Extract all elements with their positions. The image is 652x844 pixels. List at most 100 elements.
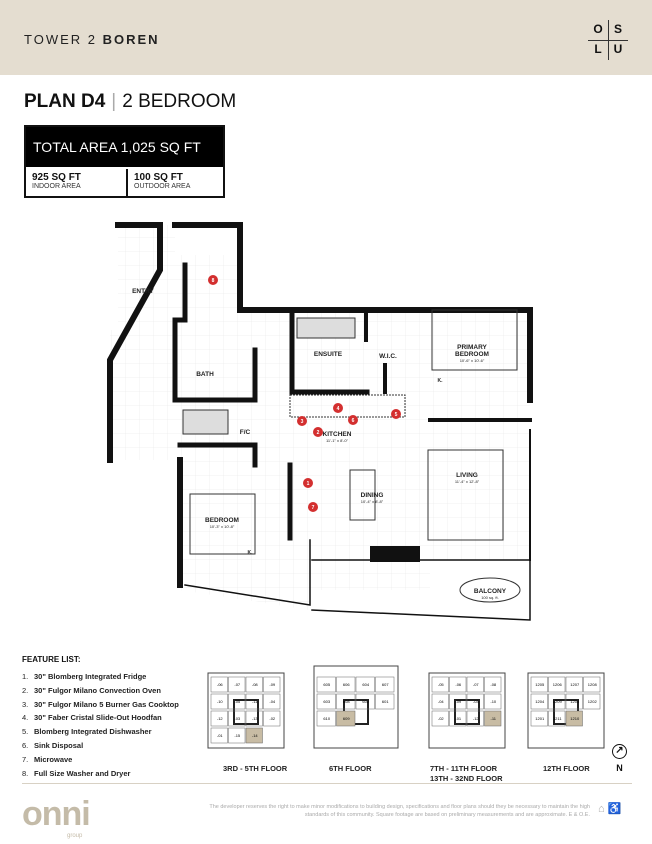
- svg-text:-03: -03: [234, 716, 241, 721]
- room-bath: BATH: [196, 371, 214, 378]
- svg-text:-10: -10: [217, 699, 224, 704]
- room-entry: ENTRY: [132, 288, 154, 295]
- key-plan-unit: -03: [228, 710, 246, 727]
- key-plan-unit: -04: [263, 693, 281, 710]
- key-plan-unit: 1211: [548, 710, 566, 727]
- room-fc: F/C: [240, 429, 251, 436]
- svg-text:4: 4: [337, 406, 340, 412]
- svg-text:-03: -03: [473, 699, 480, 704]
- key-plan-unit: -05: [228, 693, 246, 710]
- accessibility-icon: ♿: [607, 803, 622, 815]
- key-plan-unit: -12: [210, 710, 228, 727]
- key-plan-caption: 6TH FLOOR: [329, 764, 372, 773]
- feature-list: FEATURE LIST: 1.30" Blomberg Integrated …: [22, 655, 179, 782]
- svg-text:-10: -10: [490, 699, 497, 704]
- room-kitchen: KITCHEN: [323, 431, 352, 438]
- svg-text:-11: -11: [252, 699, 258, 704]
- appliance-marker: 7: [308, 502, 318, 512]
- bedroom-dim: 10'-3" x 10'-8": [210, 524, 235, 529]
- svg-text:604: 604: [362, 682, 369, 687]
- appliance-marker: 2: [313, 427, 323, 437]
- svg-text:-11: -11: [491, 716, 497, 721]
- tower-name: TOWER 2 BOREN: [24, 32, 160, 47]
- key-plan-unit: -15: [228, 727, 246, 744]
- equal-housing-icon: ⌂: [598, 803, 605, 815]
- appliance-marker: 6: [348, 415, 358, 425]
- feature-item: 6.Sink Disposal: [22, 740, 84, 750]
- north-arrow-icon: ↗: [612, 744, 627, 759]
- page-title: PLAN D4|2 BEDROOM: [24, 91, 237, 112]
- key-plan-unit: -10: [484, 693, 502, 710]
- svg-text:1203: 1203: [570, 699, 580, 704]
- svg-text:8: 8: [212, 278, 215, 284]
- feature-item: 8.Full Size Washer and Dryer: [22, 768, 131, 778]
- feature-item: 2.30" Fulgor Milano Convection Oven: [22, 685, 161, 695]
- svg-text:605: 605: [323, 682, 330, 687]
- svg-text:7: 7: [312, 505, 315, 511]
- feature-item: 4.30" Faber Cristal Slide-Out Hoodfan: [22, 713, 162, 723]
- key-plan-unit: 1206: [548, 676, 566, 693]
- key-plan-unit: -03: [466, 693, 484, 710]
- appliance-marker: 8: [208, 275, 218, 285]
- svg-text:-07: -07: [234, 682, 241, 687]
- svg-text:-08: -08: [490, 682, 497, 687]
- svg-text:1208: 1208: [588, 682, 598, 687]
- total-area: TOTAL AREA 1,025 SQ FT: [26, 127, 223, 167]
- svg-text:-05: -05: [234, 699, 241, 704]
- svg-text:610: 610: [323, 716, 330, 721]
- key-plan-unit: 1205: [530, 676, 548, 693]
- svg-text:-13: -13: [252, 716, 259, 721]
- svg-text:1201: 1201: [535, 716, 545, 721]
- svg-text:1204: 1204: [535, 699, 545, 704]
- key-plan-unit: 1209: [548, 693, 566, 710]
- svg-text:-02: -02: [438, 716, 445, 721]
- key-plan-unit: -10: [210, 693, 228, 710]
- svg-text:-01: -01: [217, 733, 224, 738]
- kitchen-dim: 11'-1" x 8'-0": [326, 438, 349, 443]
- key-plan-unit: 605: [316, 676, 336, 693]
- key-plan-unit: 607: [375, 676, 395, 693]
- svg-text:1209: 1209: [553, 699, 563, 704]
- svg-text:6: 6: [352, 418, 355, 424]
- svg-text:5: 5: [395, 412, 398, 418]
- key-plan-unit: -04: [431, 693, 449, 710]
- svg-text:1210: 1210: [570, 716, 580, 721]
- svg-text:1207: 1207: [570, 682, 580, 687]
- svg-text:1211: 1211: [553, 716, 562, 721]
- svg-text:-08: -08: [252, 682, 259, 687]
- svg-text:2: 2: [317, 430, 320, 436]
- feature-list-title: FEATURE LIST:: [22, 655, 81, 664]
- svg-text:-04: -04: [438, 699, 445, 704]
- key-plan-unit: 604: [355, 676, 375, 693]
- key-plan-caption: 3RD - 5TH FLOOR: [223, 764, 288, 773]
- key-plan-unit: 1210: [565, 710, 583, 727]
- closet-mark: K.: [248, 550, 254, 556]
- dining-dim: 10'-4" x 8'-8": [361, 499, 384, 504]
- feature-item: 3.30" Fulgor Milano 5 Burner Gas Cooktop: [22, 699, 179, 709]
- room-primary: PRIMARY: [457, 344, 487, 351]
- svg-text:-06: -06: [455, 682, 462, 687]
- key-plan-unit: -11: [484, 710, 502, 727]
- key-plan-map: -06-07-08-09-10-05-11-04-12-03-13-02-01-…: [207, 672, 285, 749]
- feature-item: 1.30" Blomberg Integrated Fridge: [22, 672, 147, 681]
- key-plan-unit: 1201: [530, 710, 548, 727]
- floor-plan: ENTRY BATH F/C ENSUITE W.I.C. PRIMARY BE…: [107, 222, 533, 621]
- footer-divider: [22, 783, 632, 784]
- svg-text:607: 607: [382, 682, 389, 687]
- appliance-marker: 5: [391, 409, 401, 419]
- svg-text:601: 601: [382, 699, 389, 704]
- key-plan-unit: 602: [355, 693, 375, 710]
- key-plan-caption: 12TH FLOOR: [543, 764, 590, 773]
- svg-text:-02: -02: [269, 716, 276, 721]
- svg-text:1202: 1202: [588, 699, 598, 704]
- svg-text:-05: -05: [438, 682, 445, 687]
- balcony-dim: 100 sq. ft.: [481, 595, 499, 600]
- key-plan-unit: -11: [245, 693, 263, 710]
- svg-text:1: 1: [307, 481, 310, 487]
- appliance-marker: 3: [297, 416, 307, 426]
